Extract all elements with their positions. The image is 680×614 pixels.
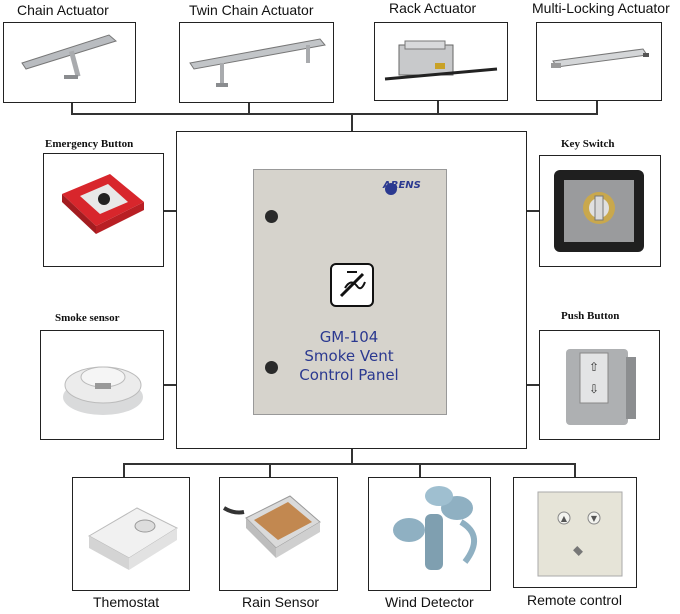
wind-detector-box [368, 477, 491, 591]
lock-screw-icon [265, 361, 278, 374]
label-rack-actuator: Rack Actuator [389, 0, 477, 16]
connector-line [248, 103, 250, 114]
connector-line [419, 463, 421, 477]
connector-line [596, 101, 598, 114]
connector-line [164, 384, 176, 386]
label-key-switch: Key Switch [561, 138, 615, 150]
connector-line [164, 210, 176, 212]
connector-line [527, 384, 539, 386]
label-rain-sensor: Rain Sensor [242, 594, 320, 610]
connector-line [351, 113, 353, 131]
connector-line [123, 463, 575, 465]
rack-actuator-box [374, 22, 508, 101]
emergency-button-icon [62, 174, 144, 234]
control-panel-enclosure: ARENS GM-104 Smoke Vent Control Panel [253, 169, 447, 415]
panel-title-line: GM-104 [319, 328, 379, 346]
lock-screw-icon [265, 210, 278, 223]
label-multi-locking-actuator: Multi-Locking Actuator [532, 0, 670, 16]
label-twin-chain-actuator: Twin Chain Actuator [189, 2, 314, 18]
rack-actuator-icon [384, 40, 498, 81]
twin-chain-actuator-icon [189, 38, 326, 87]
svg-text:▲: ▲ [561, 514, 568, 523]
smoke-sensor-box [40, 330, 164, 440]
thermostat-box [72, 477, 190, 591]
svg-text:⇩: ⇩ [589, 382, 599, 396]
label-smoke-sensor: Smoke sensor [55, 312, 120, 324]
push-button-icon: ⇧ ⇩ [566, 349, 636, 425]
thermostat-icon [87, 507, 179, 570]
remote-control-box: ▲ ▼ [513, 477, 637, 588]
remote-control-icon: ▲ ▼ [537, 491, 623, 577]
brand-logo: ARENS [383, 180, 421, 191]
chain-actuator-box [3, 22, 136, 103]
connector-line [437, 101, 439, 114]
connector-line [269, 463, 271, 477]
panel-title-line: Control Panel [299, 366, 399, 384]
smoke-sensor-icon [63, 366, 143, 415]
svg-text:⇧: ⇧ [589, 360, 599, 374]
label-push-button: Push Button [561, 310, 620, 322]
panel-title: GM-104 Smoke Vent Control Panel [254, 328, 444, 385]
svg-text:▼: ▼ [591, 514, 598, 523]
key-switch-box [539, 155, 661, 267]
multi-locking-actuator-icon [551, 48, 649, 68]
connector-line [527, 210, 539, 212]
emergency-button-box [43, 153, 164, 267]
rain-sensor-icon [222, 495, 321, 558]
connector-line [123, 463, 125, 477]
connector-line [71, 103, 73, 114]
chain-actuator-icon [21, 34, 118, 79]
rain-sensor-box [219, 477, 338, 591]
connector-line [71, 113, 598, 115]
label-themostat: Themostat [93, 594, 160, 610]
smoke-vent-symbol-icon [330, 263, 374, 307]
panel-title-line: Smoke Vent [304, 347, 394, 365]
key-switch-icon [554, 170, 644, 252]
brand-mark-icon [385, 183, 397, 195]
connector-line [351, 449, 353, 464]
label-wind-detector: Wind Detector [385, 594, 474, 610]
wind-detector-icon [393, 486, 477, 570]
label-remote-control: Remote control [527, 592, 622, 608]
control-panel-frame: ARENS GM-104 Smoke Vent Control Panel [176, 131, 527, 449]
multi-locking-actuator-box [536, 22, 662, 101]
label-emergency-button: Emergency Button [45, 138, 134, 150]
push-button-box: ⇧ ⇩ [539, 330, 660, 440]
label-chain-actuator: Chain Actuator [17, 2, 109, 18]
twin-chain-actuator-box [179, 22, 334, 103]
connector-line [574, 463, 576, 477]
